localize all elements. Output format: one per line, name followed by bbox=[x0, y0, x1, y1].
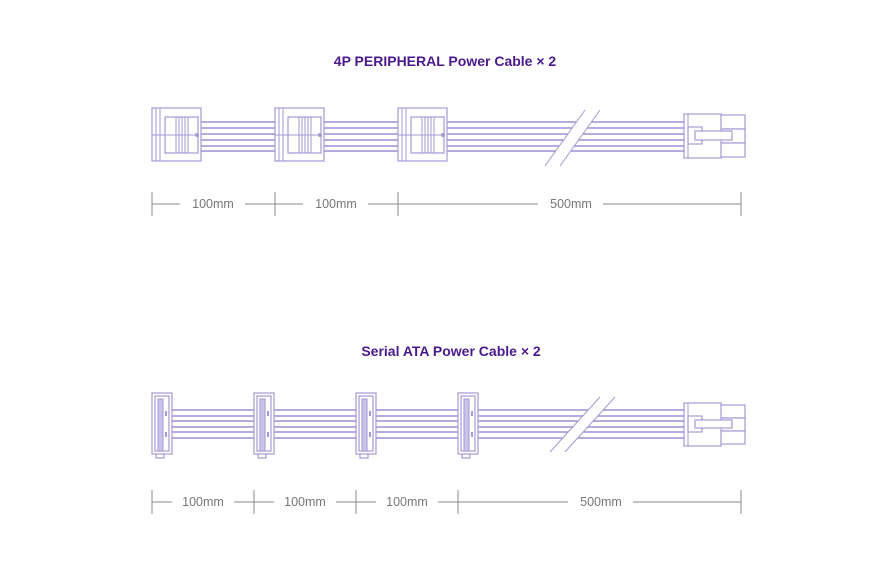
dimension-label: 100mm bbox=[284, 495, 326, 509]
molex-connector bbox=[397, 107, 448, 162]
cable-break-mark bbox=[549, 396, 616, 453]
dimension-label: 100mm bbox=[315, 197, 357, 211]
dimension-label: 100mm bbox=[386, 495, 428, 509]
sata-connector bbox=[253, 392, 275, 459]
sata-connector bbox=[151, 392, 173, 459]
sata-connector bbox=[355, 392, 377, 459]
molex-connector bbox=[274, 107, 325, 162]
molex-connector bbox=[151, 107, 202, 162]
sata-connector bbox=[457, 392, 479, 459]
dimension-label: 100mm bbox=[192, 197, 234, 211]
peripheral-cable-title: 4P PERIPHERAL Power Cable × 2 bbox=[334, 53, 557, 69]
dimension-label: 100mm bbox=[182, 495, 224, 509]
peripheral-dimension-line bbox=[151, 192, 742, 216]
dimension-label: 500mm bbox=[580, 495, 622, 509]
sata-dimension-line bbox=[151, 490, 742, 514]
dimension-label: 500mm bbox=[550, 197, 592, 211]
sata-wires bbox=[170, 409, 690, 439]
pcie-psu-connector bbox=[683, 113, 746, 159]
pcie-psu-connector bbox=[683, 402, 746, 447]
sata-cable-title: Serial ATA Power Cable × 2 bbox=[361, 343, 541, 359]
cable-break-mark bbox=[544, 109, 601, 167]
